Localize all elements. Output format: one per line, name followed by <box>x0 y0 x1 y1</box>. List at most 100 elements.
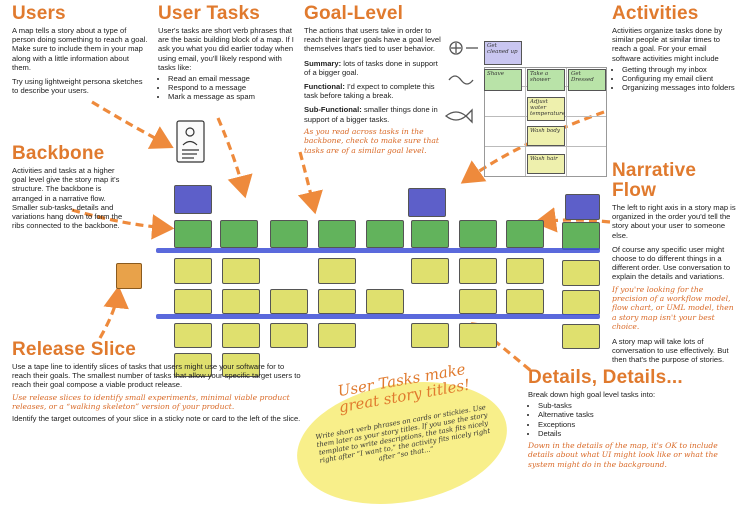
narrative-flow-text-2: Of course any specific user might choose… <box>612 244 731 282</box>
list-item: Details <box>538 429 736 438</box>
list-item: Read an email message <box>168 74 296 83</box>
users-text-2: Try using lightweight persona sketches t… <box>12 77 143 96</box>
photo-card-wash-body: Wash body <box>527 126 565 146</box>
section-release-slice: Release Slice Use a tape line to identif… <box>12 340 304 424</box>
section-users: Users A map tells a story about a type o… <box>12 3 150 96</box>
task-card <box>506 220 544 248</box>
detail-card <box>506 289 544 314</box>
backbone-heading: Backbone <box>12 143 105 164</box>
list-item: Respond to a message <box>168 83 296 92</box>
arrow-user-tasks <box>216 117 253 199</box>
section-goal-level: Goal-Level The actions that users take i… <box>304 4 444 155</box>
section-details: Details, Details... Break down high goal… <box>528 368 736 469</box>
doodle-icons <box>444 41 478 124</box>
photo-card-shave: Shave <box>484 69 522 91</box>
detail-card <box>411 258 449 284</box>
photo-card-get-cleaned-up: Get cleaned up <box>484 41 522 65</box>
detail-card <box>459 289 497 314</box>
detail-card <box>562 290 600 315</box>
release-slice-note: Use release slices to identify small exp… <box>12 392 290 412</box>
detail-card <box>174 323 212 348</box>
release-slice-heading: Release Slice <box>12 339 137 360</box>
task-card <box>411 220 449 248</box>
activities-list: Getting through my inbox Configuring my … <box>612 65 736 93</box>
release-slice-line <box>156 314 600 319</box>
backbone-text: Activities and tasks at a higher goal le… <box>12 166 123 231</box>
list-item: Getting through my inbox <box>622 65 736 74</box>
details-note: Down in the details of the map, it's OK … <box>528 441 718 469</box>
detail-card <box>366 289 404 314</box>
narrative-flow-text: The left to right axis in a story map is… <box>612 203 736 240</box>
goal-level-heading: Goal-Level <box>304 3 404 24</box>
arrow-goal-level <box>297 151 323 215</box>
list-item: Mark a message as spam <box>168 92 296 101</box>
photo-card-adjust-water: Adjust water temperature <box>527 97 565 121</box>
functional-text: I'd expect to complete this task before … <box>304 82 435 101</box>
arrow-details <box>470 322 532 372</box>
summary-label: Summary: <box>304 58 342 68</box>
list-item: Organizing messages into folders <box>622 83 736 92</box>
list-item: Alternative tasks <box>538 410 736 419</box>
detail-card <box>222 258 260 284</box>
detail-card <box>174 289 212 314</box>
detail-card <box>318 323 356 348</box>
task-card <box>562 222 600 250</box>
summary-text: lots of tasks done in support of a bigge… <box>304 58 438 77</box>
narrative-flow-text-3: A story map will take lots of conversati… <box>612 336 729 365</box>
detail-card <box>174 258 212 284</box>
user-tasks-heading: User Tasks <box>158 3 260 24</box>
detail-card <box>222 289 260 314</box>
detail-card <box>506 258 544 284</box>
subfunctional-text: smaller things done in support of a bigg… <box>304 105 438 124</box>
detail-card <box>562 260 600 286</box>
goal-level-summary: Summary: lots of tasks done in support o… <box>304 59 444 77</box>
release-slice-text-2: Identify the target outcomes of your sli… <box>12 414 301 424</box>
narrative-flow-heading: Narrative Flow <box>612 160 697 201</box>
list-item: Exceptions <box>538 420 736 429</box>
user-tasks-text: User's tasks are short verb phrases that… <box>158 26 294 72</box>
photo-card-wash-hair: Wash hair <box>527 154 565 174</box>
goal-level-functional: Functional: I'd expect to complete this … <box>304 82 444 100</box>
subfunctional-label: Sub-Functional: <box>304 105 362 115</box>
arrow-narrative <box>533 207 611 233</box>
task-card <box>366 220 404 248</box>
detail-card <box>459 323 497 348</box>
details-text: Break down high goal level tasks into: <box>528 390 656 399</box>
detail-card <box>174 353 212 377</box>
detail-card <box>411 323 449 348</box>
narrative-flow-note: If you're looking for the precision of a… <box>612 284 734 332</box>
detail-card <box>222 353 260 377</box>
detail-card <box>562 324 600 349</box>
section-activities: Activities Activities organize tasks don… <box>612 3 736 93</box>
task-card <box>174 220 212 248</box>
release-slice-sticky <box>116 263 142 289</box>
release-slice-line <box>156 248 600 253</box>
section-backbone: Backbone Activities and tasks at a highe… <box>12 143 126 231</box>
detail-card <box>270 323 308 348</box>
goal-level-text: The actions that users take in order to … <box>304 26 441 54</box>
detail-card <box>459 258 497 284</box>
persona-sketch-icon <box>176 120 205 163</box>
task-card <box>459 220 497 248</box>
detail-card <box>318 289 356 314</box>
release-slice-text: Use a tape line to identify slices of ta… <box>12 362 301 390</box>
activities-heading: Activities <box>612 3 699 24</box>
activities-text: Activities organize tasks done by simila… <box>612 26 723 63</box>
photo-card-get-dressed: Get Dressed <box>568 69 606 91</box>
detail-card <box>222 323 260 348</box>
task-card <box>318 220 356 248</box>
detail-card <box>318 258 356 284</box>
user-tasks-list: Read an email message Respond to a messa… <box>158 74 296 102</box>
activity-card <box>174 185 212 214</box>
list-item: Sub-tasks <box>538 401 736 410</box>
arrow-users <box>91 100 174 149</box>
functional-label: Functional: <box>304 82 345 92</box>
details-heading: Details, Details... <box>528 367 683 388</box>
users-heading: Users <box>12 3 66 24</box>
activity-card <box>565 194 600 220</box>
arrow-release <box>98 285 129 339</box>
detail-card <box>270 289 308 314</box>
users-text: A map tells a story about a type of pers… <box>12 26 148 72</box>
section-user-tasks: User Tasks User's tasks are short verb p… <box>158 4 296 102</box>
list-item: Configuring my email client <box>622 74 736 83</box>
